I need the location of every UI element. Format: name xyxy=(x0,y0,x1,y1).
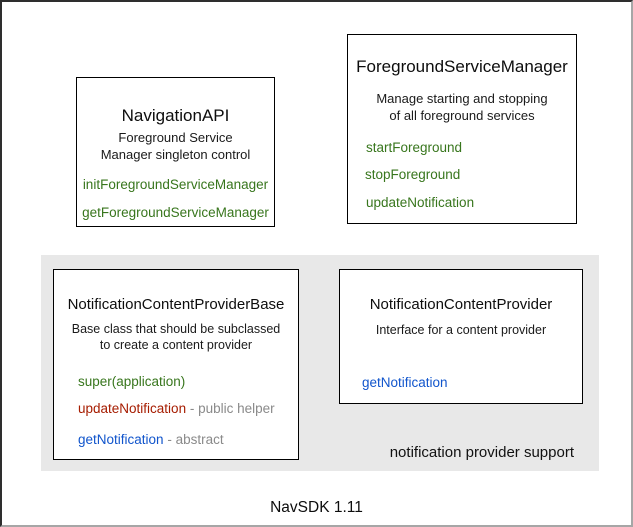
method-start-foreground: startForeground xyxy=(366,140,463,155)
method-label: super(application) xyxy=(78,374,186,389)
diagram-caption: NavSDK 1.11 xyxy=(270,499,363,516)
class-title-notification-content-provider-base: NotificationContentProviderBase xyxy=(67,296,285,313)
method-label: getNotification xyxy=(78,432,164,447)
method-super-application: super(application) xyxy=(78,374,185,390)
class-box-navigation-api: NavigationAPI Foreground Service Manager… xyxy=(76,77,275,227)
description-line: to create a content provider xyxy=(99,338,253,352)
description-line: Manager singleton control xyxy=(100,147,251,162)
class-box-notification-content-provider: NotificationContentProvider Interface fo… xyxy=(339,269,583,404)
class-description-notification-content-provider-base: Base class that should be subclassed to … xyxy=(54,321,298,353)
class-description-foreground-service-manager: Manage starting and stopping of all fore… xyxy=(348,90,576,124)
description-line: Foreground Service xyxy=(118,130,233,145)
method-update-notification: updateNotification - public helper xyxy=(78,401,275,417)
method-get-foreground-service-manager: getForegroundServiceManager xyxy=(82,205,269,220)
class-description-notification-content-provider: Interface for a content provider xyxy=(340,322,582,338)
method-note: - public helper xyxy=(189,401,275,416)
class-title-foreground-service-manager: ForegroundServiceManager xyxy=(356,57,568,76)
method-update-notification: updateNotification xyxy=(366,195,475,210)
method-get-notification: getNotification - abstract xyxy=(78,432,224,448)
class-box-foreground-service-manager: ForegroundServiceManager Manage starting… xyxy=(347,34,577,224)
description-line: Manage starting and stopping xyxy=(376,91,548,106)
method-label: updateNotification xyxy=(78,401,187,416)
description-line: Interface for a content provider xyxy=(375,323,547,337)
description-line: Base class that should be subclassed xyxy=(71,322,281,336)
description-line: of all foreground services xyxy=(389,108,535,123)
class-title-navigation-api: NavigationAPI xyxy=(121,106,230,125)
class-title-notification-content-provider: NotificationContentProvider xyxy=(369,296,553,313)
class-description-navigation-api: Foreground Service Manager singleton con… xyxy=(77,129,274,163)
method-stop-foreground: stopForeground xyxy=(365,167,461,182)
panel-label: notification provider support xyxy=(389,444,574,461)
method-note: - abstract xyxy=(167,432,224,447)
method-get-notification: getNotification xyxy=(362,375,448,390)
class-box-notification-content-provider-base: NotificationContentProviderBase Base cla… xyxy=(53,269,299,460)
method-init-foreground-service-manager: initForegroundServiceManager xyxy=(82,177,269,192)
